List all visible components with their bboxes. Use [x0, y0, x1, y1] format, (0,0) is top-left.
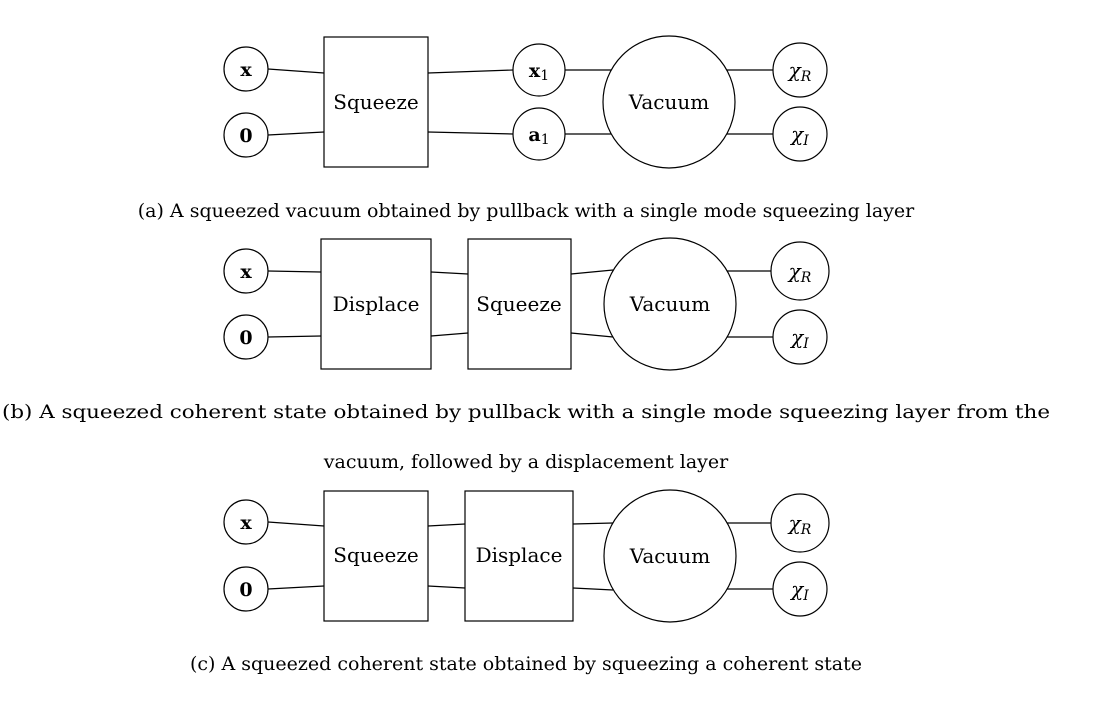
wire-squeeze-to-vacuum-bottom [570, 332, 614, 338]
input-node-0 [223, 112, 269, 158]
squeeze-label: Squeeze [476, 292, 561, 316]
squeeze-label: Squeeze [333, 543, 418, 567]
input-node-x [223, 46, 269, 92]
wire-input-0-to-squeeze [267, 131, 325, 136]
caption-a: (a) A squeezed vacuum obtained by pullba… [138, 200, 915, 222]
wire-squeeze-to-displace-bottom [427, 585, 466, 589]
displace-box [464, 490, 574, 622]
squeeze-box [323, 490, 429, 622]
output-label-chi-r: χR [787, 511, 812, 538]
wire-squeeze-to-a1 [427, 131, 514, 135]
displace-label: Displace [476, 543, 563, 567]
intermediate-node-x1 [512, 43, 566, 97]
diagram-b: x 0 Displace Squeeze Vacuum χR χI (b) A … [2, 237, 1050, 473]
vacuum-node [603, 237, 737, 371]
vacuum-label: Vacuum [629, 292, 710, 316]
input-node-x [223, 499, 269, 545]
wire-displace-to-squeeze-top [430, 271, 469, 275]
wire-squeeze-to-vacuum-top [570, 269, 614, 275]
intermediate-node-a1 [512, 107, 566, 161]
wire-input-0-to-displace [267, 335, 322, 338]
displace-label: Displace [333, 292, 420, 316]
output-node-chi-r [770, 241, 830, 301]
caption-b-line2: vacuum, followed by a displacement layer [323, 451, 729, 473]
diagram-c: x 0 Squeeze Displace Vacuum χR χI (c) A … [190, 489, 862, 675]
vacuum-label: Vacuum [628, 90, 709, 114]
vacuum-node [603, 489, 737, 623]
intermediate-label-x1: x1 [529, 60, 549, 84]
output-node-chi-i [772, 309, 828, 365]
output-label-chi-i: χI [789, 325, 809, 352]
input-node-x [223, 248, 269, 294]
squeeze-box [467, 238, 572, 370]
input-label-0: 0 [239, 125, 252, 147]
wire-input-x-to-squeeze [267, 68, 325, 74]
wire-input-x-to-squeeze [267, 521, 325, 527]
output-node-chi-r [770, 493, 830, 553]
output-label-chi-r: χR [787, 259, 812, 286]
input-label-x: x [240, 512, 252, 534]
caption-c: (c) A squeezed coherent state obtained b… [190, 653, 862, 675]
input-label-0: 0 [239, 327, 252, 349]
input-label-x: x [240, 261, 252, 283]
input-label-0: 0 [239, 579, 252, 601]
vacuum-label: Vacuum [629, 544, 710, 568]
intermediate-label-a1: a1 [528, 124, 549, 148]
output-label-chi-i: χI [789, 577, 809, 604]
squeeze-box [323, 36, 429, 168]
caption-b-line1: (b) A squeezed coherent state obtained b… [2, 401, 1050, 423]
output-node-chi-i [772, 106, 828, 162]
output-label-chi-r: χR [787, 58, 812, 85]
input-label-x: x [240, 59, 252, 81]
output-label-chi-i: χI [789, 122, 809, 149]
output-node-chi-r [772, 42, 828, 98]
output-node-chi-i [772, 561, 828, 617]
wire-squeeze-to-x1 [427, 69, 514, 74]
diagram-a: x 0 Squeeze x1 a1 Vacuum χR χI (a) A squ… [138, 35, 915, 222]
wire-input-0-to-squeeze [267, 585, 325, 590]
input-node-0 [223, 314, 269, 360]
wire-displace-to-vacuum-bottom [572, 587, 614, 591]
vacuum-node [602, 35, 736, 169]
wire-displace-to-vacuum-top [572, 522, 614, 525]
wire-input-x-to-displace [267, 270, 322, 273]
squeeze-label: Squeeze [333, 90, 418, 114]
wire-squeeze-to-displace-top [427, 523, 466, 527]
wire-displace-to-squeeze-bottom [430, 332, 469, 337]
input-node-0 [223, 566, 269, 612]
displace-box [320, 238, 432, 370]
